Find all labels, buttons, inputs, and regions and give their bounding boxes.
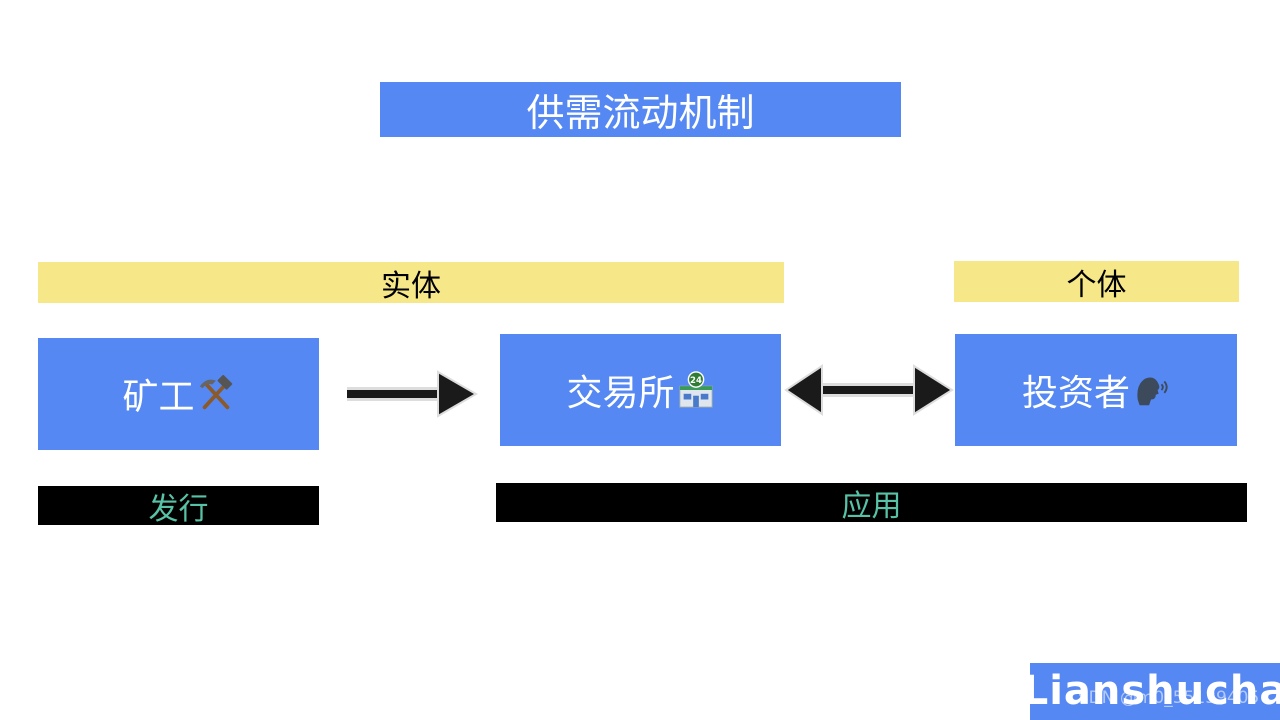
role-bar-application: 应用 [496, 483, 1247, 524]
role-bar-issue: 发行 [38, 486, 319, 527]
arrow-exchange-investor-bidirectional [784, 364, 954, 416]
convenience-store-24h-icon: 24 [678, 371, 713, 408]
role-application-label: 应用 [841, 488, 902, 524]
category-individual: 个体 [954, 261, 1239, 303]
node-miner-label: 矿工 [122, 377, 195, 418]
watermark-brand: Lianshucha [1022, 668, 1280, 714]
category-entity-label: 实体 [381, 268, 441, 304]
arrow-miner-to-exchange [347, 370, 478, 418]
category-entity: 实体 [38, 262, 784, 304]
node-exchange-label: 交易所 [566, 373, 675, 414]
node-exchange: 交易所 24 [500, 334, 781, 446]
node-investor: 投资者 [955, 334, 1237, 446]
hammer-and-pick-icon [199, 375, 232, 410]
svg-text:24: 24 [690, 376, 702, 386]
diagram-title-text: 供需流动机制 [526, 91, 755, 135]
role-issue-label: 发行 [148, 491, 209, 527]
watermark-background [1030, 663, 1280, 720]
node-miner: 矿工 [38, 338, 319, 450]
watermark-csdn: CSDN @m0_55139405 [1066, 688, 1260, 708]
speaking-head-icon [1137, 377, 1168, 406]
diagram-title: 供需流动机制 [380, 82, 901, 137]
node-investor-label: 投资者 [1021, 373, 1130, 414]
category-individual-label: 个体 [1066, 267, 1127, 303]
